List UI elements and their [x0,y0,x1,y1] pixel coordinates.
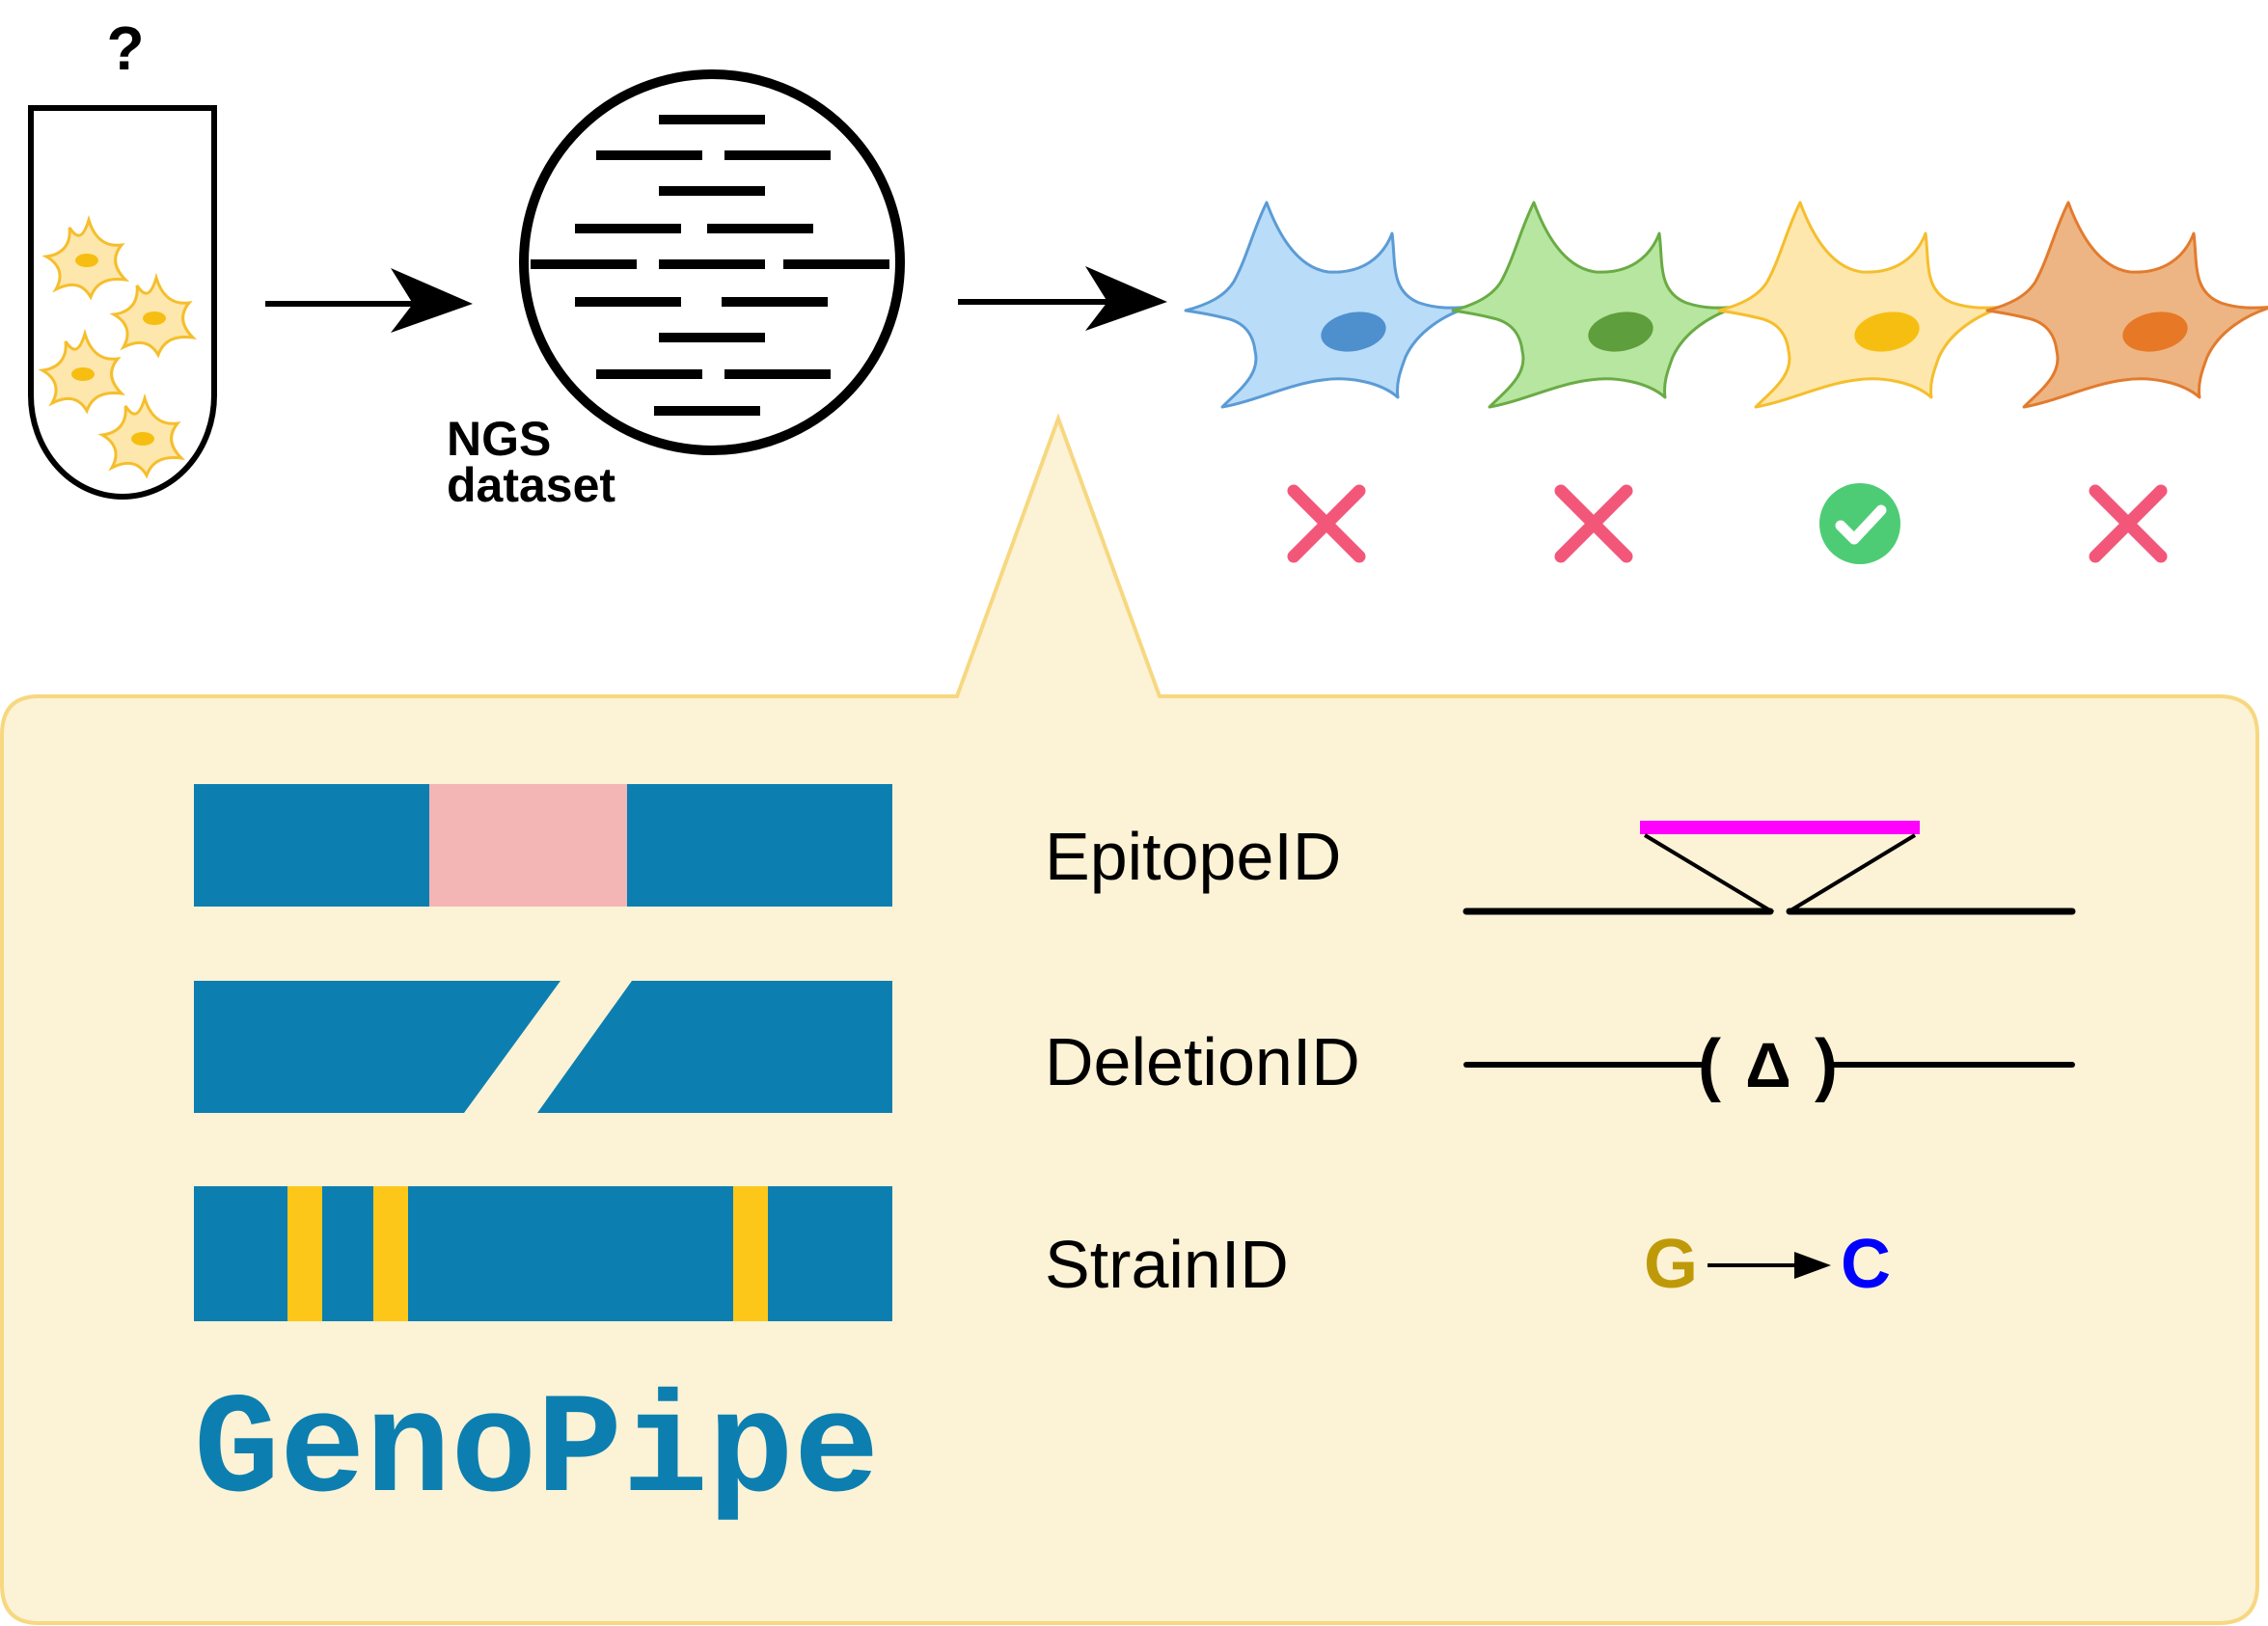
label-strainid: StrainID [1045,1227,1289,1302]
deletion-delta: Δ [1745,1029,1790,1100]
yellow-cell [1717,201,2007,409]
snp-stripe-2 [373,1186,408,1321]
orange-cell-body [1985,201,2268,409]
blue-cell-nucleus [1321,312,1386,352]
cell-lines [1184,201,2268,409]
ngs-label-line2: dataset [447,458,615,512]
check-icon [1819,483,1900,564]
deletion-paren-open: ( [1698,1026,1721,1103]
green-cell-body [1451,201,1740,409]
snp-symbol: G C [1644,1226,1891,1303]
ngs-dataset: NGS dataset [447,69,905,512]
orange-cell-nucleus [2122,312,2188,352]
epitope-insertion-symbol [1462,821,2076,915]
epitope-bar [194,784,892,907]
snp-to: C [1841,1226,1891,1303]
blue-cell-body [1184,201,1473,409]
arrow-tube-to-ngs [265,268,473,333]
callout-panel [0,413,2259,1625]
brand-genopipe: GenoPipe [194,1372,880,1533]
snp-stripe-3 [733,1186,768,1321]
yellow-cell-body [1717,201,2007,409]
blue-cell [1184,201,1473,409]
green-cell [1451,201,1740,409]
cross-icon [1287,484,1366,563]
strain-bar [194,1186,892,1321]
cell-results [1287,483,2168,564]
ngs-reads [531,115,889,416]
snp-stripe-1 [287,1186,322,1321]
sample-tube: ? [28,14,217,500]
deletion-paren-close: ) [1815,1026,1838,1103]
epitope-insert [429,784,627,907]
label-deletionid: DeletionID [1045,1024,1360,1099]
yellow-cell-nucleus [1854,312,1920,352]
label-epitopeid: EpitopeID [1045,819,1341,894]
orange-cell [1985,201,2268,409]
ngs-label-line1: NGS [447,412,551,466]
cross-icon [2089,484,2168,563]
arrow-ngs-to-cells [958,266,1167,331]
green-cell-nucleus [1588,312,1653,352]
cross-icon [1554,484,1633,563]
snp-from: G [1644,1226,1698,1303]
question-mark: ? [106,14,144,83]
deletion-bar [194,981,892,1113]
deletion-symbol: ( Δ ) [1463,1026,2075,1103]
